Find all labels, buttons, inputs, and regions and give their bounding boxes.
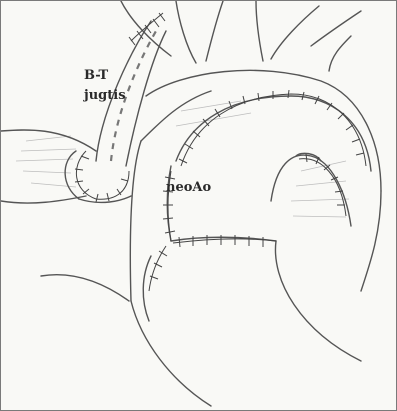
outline-top-branch-2 xyxy=(206,1,223,61)
suture-pulmonary xyxy=(76,151,129,199)
suture-ticks-descending xyxy=(306,154,345,205)
suture-descending xyxy=(299,159,346,216)
vessel-outlines xyxy=(1,1,381,406)
shunt-right-edge xyxy=(126,31,166,166)
descending-right xyxy=(361,191,381,291)
label-bt-shunt-sub: jugtis xyxy=(84,88,126,104)
pulmonary-lower xyxy=(1,196,86,203)
pulmonary-upper xyxy=(1,130,96,151)
suture-ticks-pulmonary xyxy=(75,156,128,202)
aortic-arch-outer xyxy=(146,70,381,191)
suture-lower xyxy=(173,239,276,243)
suture-lines xyxy=(75,13,366,291)
outline-top-branch-6 xyxy=(329,36,351,71)
lower-left-contour xyxy=(131,301,211,406)
outline-top-branch-5 xyxy=(311,11,361,46)
lower-left-flap xyxy=(41,275,129,301)
outline-top-branch-4 xyxy=(271,6,319,59)
neoaorta-left-wall xyxy=(130,141,141,301)
outline-top-branch-1 xyxy=(176,1,196,63)
suture-arch xyxy=(181,94,366,166)
neoaorta-top-left xyxy=(141,91,211,141)
outline-top-branch-3 xyxy=(256,1,263,61)
label-bt-shunt: B-T xyxy=(84,68,108,84)
lower-right-contour xyxy=(275,241,361,361)
suture-ticks-shunt-top xyxy=(129,13,165,45)
suture-ticks-arch xyxy=(179,90,364,163)
suture-lower-left xyxy=(149,246,166,291)
label-neoaorta: neoAo xyxy=(166,180,211,196)
descending-loop xyxy=(271,155,351,226)
